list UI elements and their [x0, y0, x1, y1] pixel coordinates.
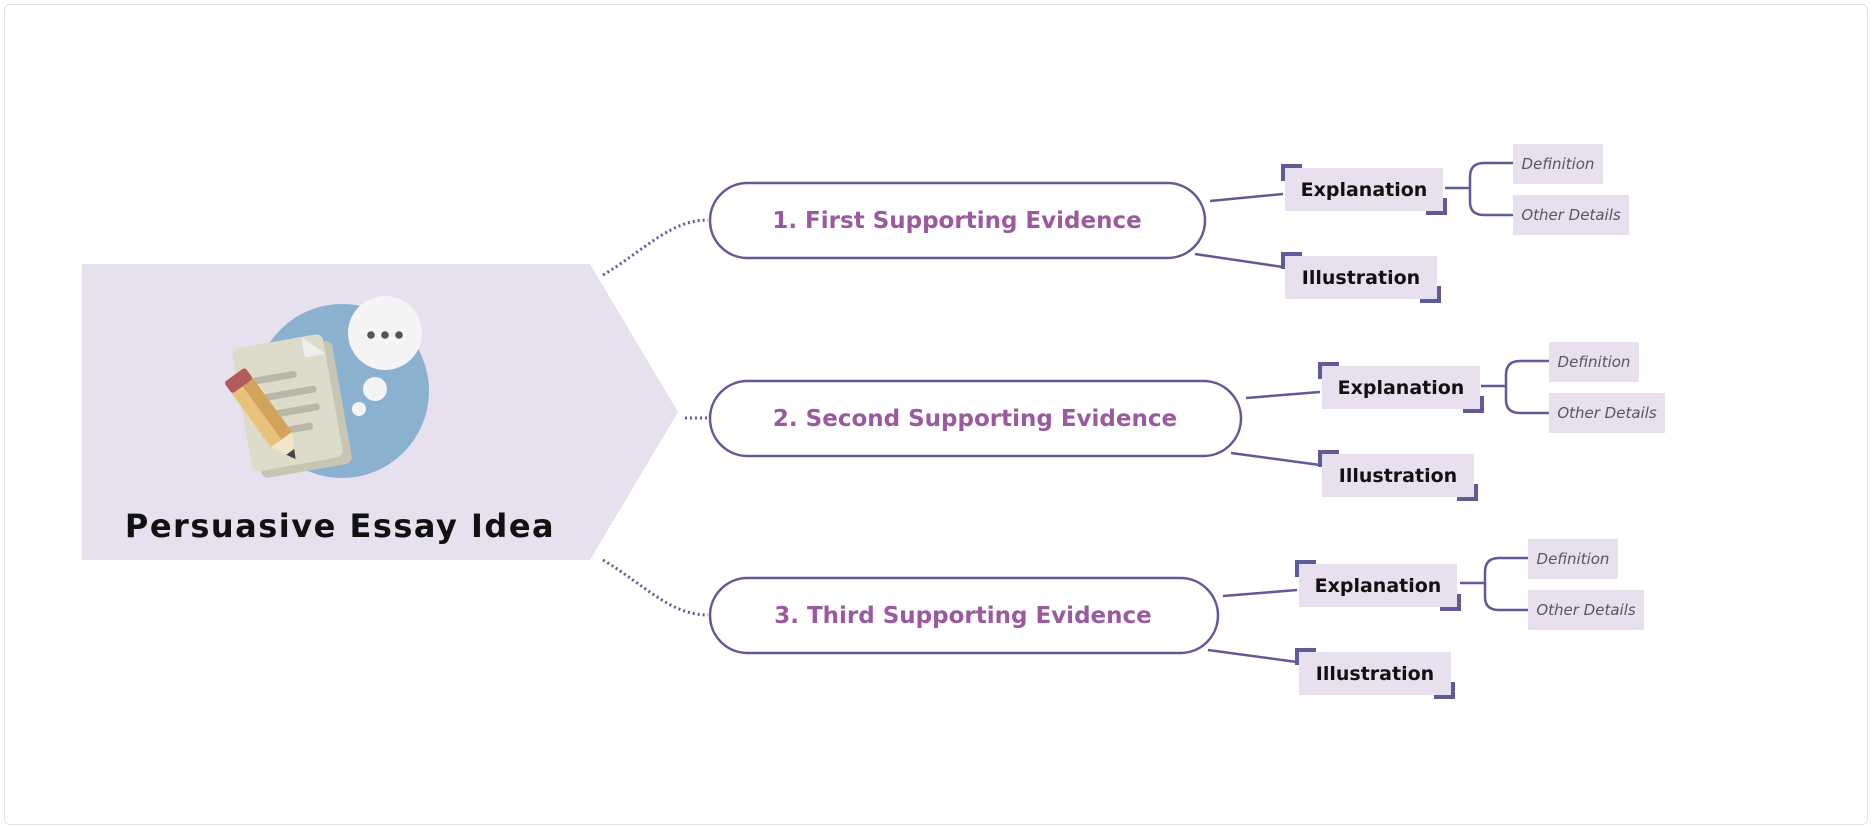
topic-1-shape — [708, 181, 1207, 260]
mind-map-canvas: Persuasive Essay Idea 1. First Supportin… — [4, 4, 1868, 825]
connector-1-illustration — [1194, 252, 1284, 269]
topic-3-explanation[interactable]: Explanation — [1295, 560, 1461, 611]
topic-2-leaf-other-details[interactable]: Other Details — [1549, 393, 1665, 433]
connector-3-explanation — [1222, 588, 1298, 598]
topic-3-explanation-label: Explanation — [1315, 575, 1442, 597]
topic-3-leaf-other-details[interactable]: Other Details — [1528, 590, 1644, 630]
topic-2-illustration-label: Illustration — [1339, 465, 1457, 487]
essay-document-pencil-speech-bubble-icon — [225, 296, 429, 478]
connector-2-illustration — [1230, 451, 1321, 467]
central-topic-title: Persuasive Essay Idea — [125, 507, 555, 545]
topic-2-illustration[interactable]: Illustration — [1318, 450, 1478, 501]
topic-1-leaf-other-details[interactable]: Other Details — [1513, 195, 1629, 235]
connector-topic-3 — [602, 558, 709, 617]
connector-1-leaves — [1445, 161, 1513, 217]
topic-2-label: 2. Second Supporting Evidence — [773, 406, 1177, 432]
topic-1[interactable]: 1. First Supporting Evidence — [708, 181, 1207, 260]
topic-1-other-details-label: Other Details — [1521, 206, 1621, 224]
topic-1-illustration-label: Illustration — [1302, 267, 1420, 289]
connector-2-leaves — [1481, 359, 1549, 415]
topic-1-label: 1. First Supporting Evidence — [772, 208, 1141, 234]
topic-2-leaf-definition[interactable]: Definition — [1549, 342, 1639, 382]
topic-3-illustration[interactable]: Illustration — [1295, 648, 1455, 699]
connector-3-illustration — [1207, 648, 1298, 664]
topic-3-label: 3. Third Supporting Evidence — [774, 603, 1152, 629]
connector-1-explanation — [1209, 192, 1284, 203]
topic-3-shape — [708, 576, 1220, 655]
topic-2[interactable]: 2. Second Supporting Evidence — [708, 379, 1243, 458]
connector-topic-1 — [602, 218, 709, 277]
topic-3[interactable]: 3. Third Supporting Evidence — [708, 576, 1220, 655]
topic-3-other-details-label: Other Details — [1536, 601, 1636, 619]
topic-1-illustration[interactable]: Illustration — [1281, 252, 1441, 303]
topic-2-definition-label: Definition — [1558, 353, 1631, 371]
topic-3-illustration-label: Illustration — [1316, 663, 1434, 685]
topic-2-other-details-label: Other Details — [1557, 404, 1657, 422]
connector-2-explanation — [1245, 390, 1321, 400]
central-topic[interactable]: Persuasive Essay Idea — [82, 264, 678, 560]
connector-3-leaves — [1460, 556, 1528, 612]
topic-1-explanation[interactable]: Explanation — [1281, 164, 1447, 215]
topic-3-definition-label: Definition — [1537, 550, 1610, 568]
topic-3-leaf-definition[interactable]: Definition — [1528, 539, 1618, 579]
topic-1-explanation-label: Explanation — [1301, 179, 1428, 201]
topic-1-definition-label: Definition — [1522, 155, 1595, 173]
topic-2-explanation[interactable]: Explanation — [1318, 362, 1484, 413]
mind-map: Persuasive Essay Idea 1. First Supportin… — [82, 144, 1665, 699]
central-connectors — [602, 218, 709, 617]
topic-2-shape — [708, 379, 1243, 458]
branch-connectors — [1194, 161, 1549, 664]
topic-1-leaf-definition[interactable]: Definition — [1513, 144, 1603, 184]
topic-2-explanation-label: Explanation — [1338, 377, 1465, 399]
